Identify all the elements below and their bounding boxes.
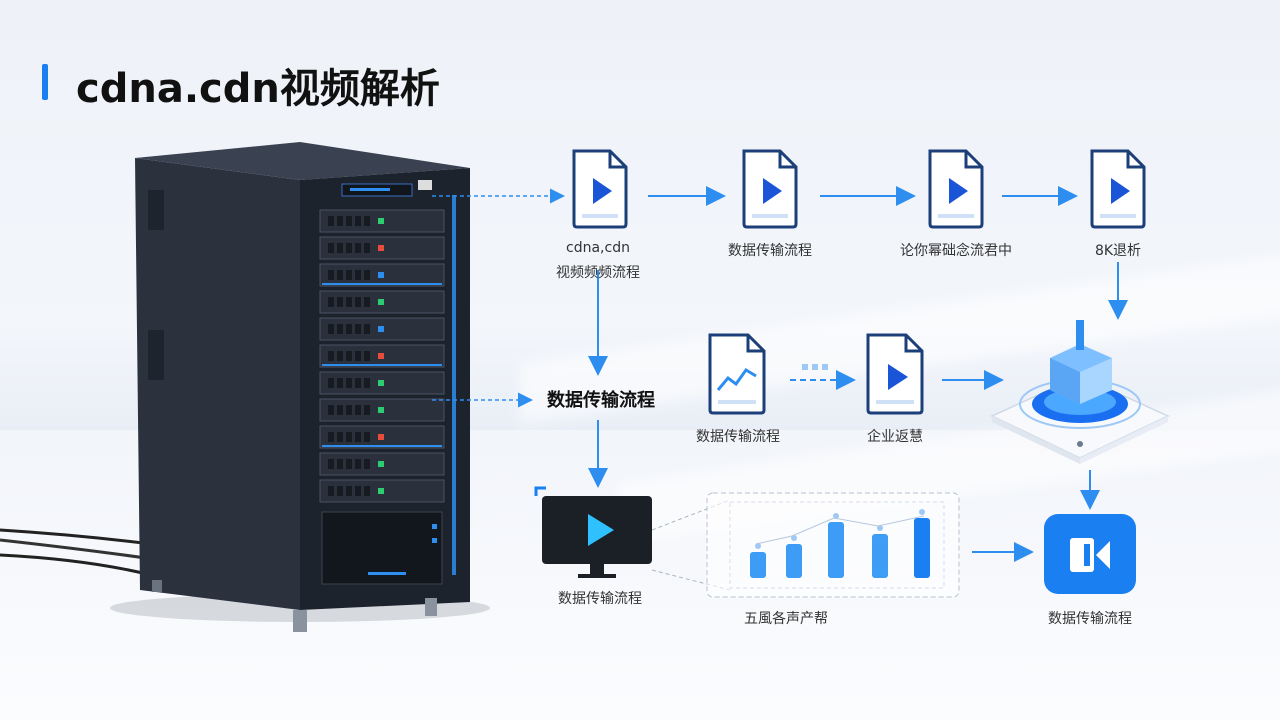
rack-led <box>378 218 384 224</box>
chart-bar <box>872 534 888 578</box>
doc6-label: 企业返慧 <box>867 429 923 445</box>
rack-led <box>378 380 384 386</box>
monitor-play-icon <box>534 486 652 578</box>
doc1-label-line2: 视频频频流程 <box>556 265 640 281</box>
document-play-icon <box>866 333 924 415</box>
bar-chart-panel <box>706 492 960 598</box>
rack-led <box>378 326 384 332</box>
rack-led <box>378 245 384 251</box>
doc5-label: 数据传输流程 <box>696 429 780 445</box>
document-play-icon <box>572 149 628 229</box>
rack-led <box>378 299 384 305</box>
document-chart-icon <box>708 333 766 415</box>
document-play-icon <box>928 149 984 229</box>
rack-units <box>319 209 445 503</box>
doc4-label: 8K退析 <box>1094 243 1142 259</box>
document-play-icon <box>742 149 798 229</box>
rack-led <box>378 407 384 413</box>
chart-point <box>791 535 797 541</box>
doc2-label: 数据传输流程 <box>728 243 812 259</box>
rack-led <box>378 488 384 494</box>
chart-bar <box>828 522 844 578</box>
chart-point <box>833 513 839 519</box>
rack-led <box>378 461 384 467</box>
doc3-label: 论你幂础念流君中 <box>900 243 1012 259</box>
server-rack-image <box>0 142 490 632</box>
doc1-label-line1: cdna,cdn <box>566 240 630 256</box>
rack-led <box>378 353 384 359</box>
video-app-icon <box>1044 514 1136 594</box>
chart-bar <box>914 518 930 578</box>
page-title: cdna.cdn视频解析 <box>76 66 440 112</box>
center-label: 数据传输流程 <box>547 390 655 411</box>
monitor-label: 数据传输流程 <box>558 591 642 607</box>
app-label: 数据传输流程 <box>1048 611 1132 627</box>
server-platform-icon <box>990 320 1170 464</box>
chart-bar <box>786 544 802 578</box>
document-play-icon <box>1090 149 1146 229</box>
chart-point <box>755 543 761 549</box>
chart-bar <box>750 552 766 578</box>
chart-point <box>919 509 925 515</box>
chart-label: 五風各声产帮 <box>744 611 828 627</box>
rack-led <box>378 272 384 278</box>
rack-led <box>378 434 384 440</box>
title-accent-bar <box>42 64 48 100</box>
chart-point <box>877 525 883 531</box>
